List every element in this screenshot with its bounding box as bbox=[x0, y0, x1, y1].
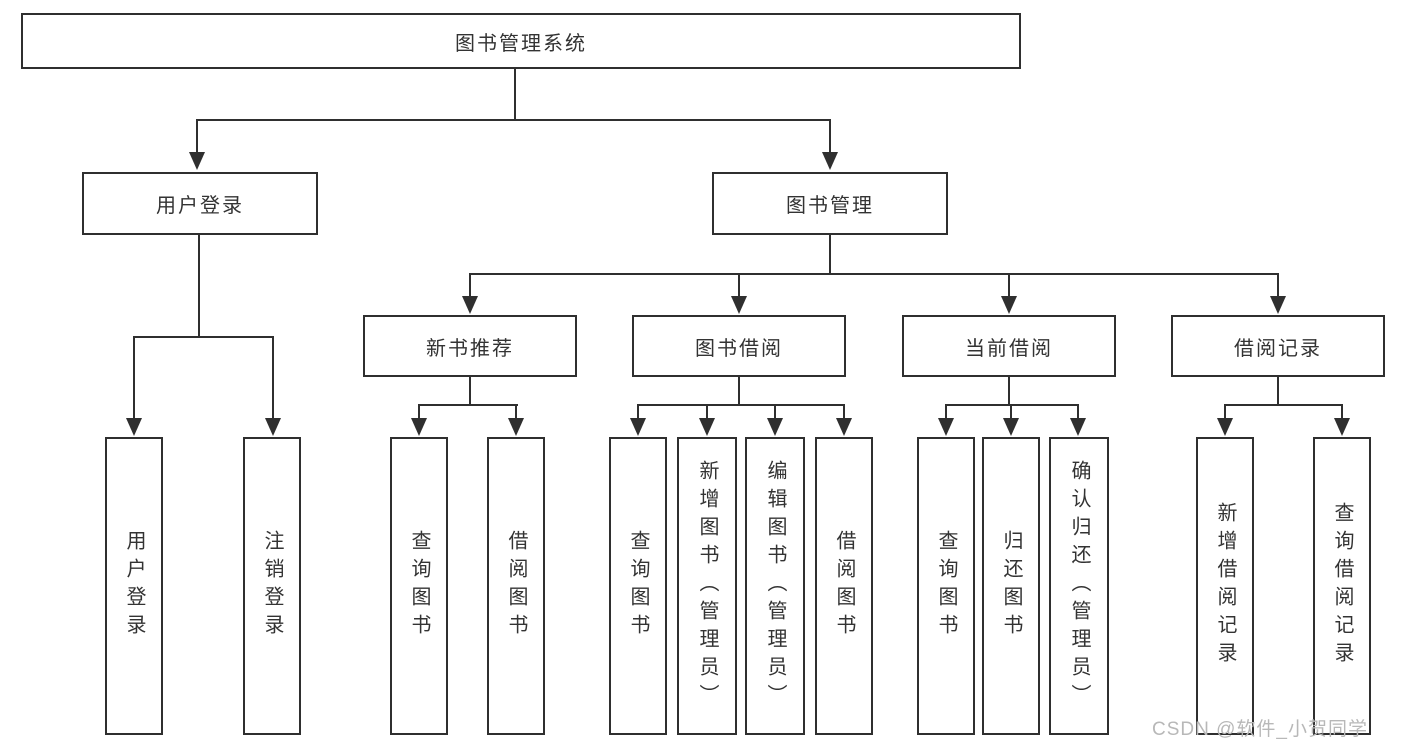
arrow-down-icon bbox=[189, 152, 205, 170]
node-label: 当前借阅 bbox=[965, 337, 1053, 360]
leaf-add-borrow-record: 新增借阅记录 bbox=[1196, 437, 1254, 735]
connector-line bbox=[418, 404, 518, 406]
leaf-label: 查询图书 bbox=[935, 530, 957, 642]
leaf-label: 新增图书（管理员） bbox=[696, 460, 718, 712]
leaf-label: 借阅图书 bbox=[505, 530, 527, 642]
connector-line bbox=[1277, 377, 1279, 406]
connector-line bbox=[774, 404, 776, 420]
arrow-down-icon bbox=[822, 152, 838, 170]
connector-line bbox=[196, 119, 831, 121]
connector-line bbox=[637, 404, 845, 406]
arrow-down-icon bbox=[630, 418, 646, 436]
node-current-borrow: 当前借阅 bbox=[902, 315, 1116, 377]
node-label: 图书借阅 bbox=[695, 337, 783, 360]
leaf-label: 查询图书 bbox=[408, 530, 430, 642]
connector-line bbox=[1077, 404, 1079, 420]
leaf-label: 注销登录 bbox=[261, 530, 283, 642]
leaf-query-books-current: 查询图书 bbox=[917, 437, 975, 735]
connector-line bbox=[272, 336, 274, 420]
connector-line bbox=[418, 404, 420, 420]
arrow-down-icon bbox=[1003, 418, 1019, 436]
connector-line bbox=[1341, 404, 1343, 420]
arrow-down-icon bbox=[731, 296, 747, 314]
arrow-down-icon bbox=[699, 418, 715, 436]
connector-line bbox=[514, 69, 516, 120]
arrow-down-icon bbox=[1001, 296, 1017, 314]
node-user-login: 用户登录 bbox=[82, 172, 318, 235]
connector-line bbox=[706, 404, 708, 420]
arrow-down-icon bbox=[411, 418, 427, 436]
connector-line bbox=[1277, 273, 1279, 299]
connector-line bbox=[469, 273, 1279, 275]
connector-line bbox=[843, 404, 845, 420]
csdn-watermark: CSDN @软件_小贺同学 bbox=[1152, 719, 1368, 740]
connector-line bbox=[469, 273, 471, 299]
leaf-borrow-books-recommend: 借阅图书 bbox=[487, 437, 545, 735]
leaf-label: 归还图书 bbox=[1000, 530, 1022, 642]
node-borrow-records: 借阅记录 bbox=[1171, 315, 1385, 377]
leaf-label: 借阅图书 bbox=[833, 530, 855, 642]
leaf-borrow-books: 借阅图书 bbox=[815, 437, 873, 735]
leaf-user-login: 用户登录 bbox=[105, 437, 163, 735]
leaf-label: 确认归还（管理员） bbox=[1068, 460, 1090, 712]
connector-line bbox=[637, 404, 639, 420]
arrow-down-icon bbox=[508, 418, 524, 436]
leaf-label: 编辑图书（管理员） bbox=[764, 460, 786, 712]
leaf-label: 新增借阅记录 bbox=[1214, 502, 1236, 670]
leaf-query-borrow-record: 查询借阅记录 bbox=[1313, 437, 1371, 735]
node-book-management: 图书管理 bbox=[712, 172, 948, 235]
connector-line bbox=[515, 404, 517, 420]
arrow-down-icon bbox=[265, 418, 281, 436]
node-label: 图书管理系统 bbox=[455, 32, 587, 55]
connector-line bbox=[1224, 404, 1343, 406]
arrow-down-icon bbox=[1270, 296, 1286, 314]
connector-line bbox=[945, 404, 947, 420]
leaf-label: 查询图书 bbox=[627, 530, 649, 642]
arrow-down-icon bbox=[767, 418, 783, 436]
arrow-down-icon bbox=[126, 418, 142, 436]
arrow-down-icon bbox=[1070, 418, 1086, 436]
leaf-confirm-return-admin: 确认归还（管理员） bbox=[1049, 437, 1109, 735]
node-label: 借阅记录 bbox=[1234, 337, 1322, 360]
arrow-down-icon bbox=[938, 418, 954, 436]
leaf-query-books-borrow: 查询图书 bbox=[609, 437, 667, 735]
arrow-down-icon bbox=[836, 418, 852, 436]
leaf-return-books: 归还图书 bbox=[982, 437, 1040, 735]
connector-line bbox=[738, 273, 740, 299]
connector-line bbox=[738, 377, 740, 406]
node-new-book-recommend: 新书推荐 bbox=[363, 315, 577, 377]
connector-line bbox=[196, 119, 198, 155]
leaf-label: 用户登录 bbox=[123, 530, 145, 642]
connector-line bbox=[829, 119, 831, 155]
node-book-borrow: 图书借阅 bbox=[632, 315, 846, 377]
leaf-logout: 注销登录 bbox=[243, 437, 301, 735]
arrow-down-icon bbox=[1217, 418, 1233, 436]
connector-line bbox=[1224, 404, 1226, 420]
leaf-edit-book-admin: 编辑图书（管理员） bbox=[745, 437, 805, 735]
connector-line bbox=[469, 377, 471, 406]
node-label: 用户登录 bbox=[156, 195, 244, 217]
node-label: 图书管理 bbox=[786, 195, 874, 217]
connector-line bbox=[133, 336, 135, 420]
connector-line bbox=[945, 404, 1079, 406]
connector-line bbox=[1010, 404, 1012, 420]
node-label: 新书推荐 bbox=[426, 337, 514, 360]
leaf-query-books-recommend: 查询图书 bbox=[390, 437, 448, 735]
leaf-label: 查询借阅记录 bbox=[1331, 502, 1353, 670]
connector-line bbox=[1008, 377, 1010, 406]
connector-line bbox=[198, 235, 200, 338]
arrow-down-icon bbox=[462, 296, 478, 314]
arrow-down-icon bbox=[1334, 418, 1350, 436]
node-library-system: 图书管理系统 bbox=[21, 13, 1021, 69]
connector-line bbox=[1008, 273, 1010, 299]
leaf-add-book-admin: 新增图书（管理员） bbox=[677, 437, 737, 735]
connector-line bbox=[829, 235, 831, 275]
connector-line bbox=[133, 336, 274, 338]
